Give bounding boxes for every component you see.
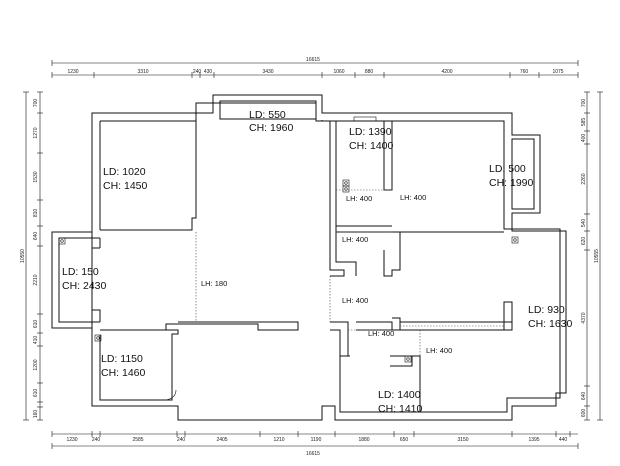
bottom-dimensions — [51, 431, 579, 449]
bottom-dim: 2585 — [132, 437, 143, 443]
room-ch: CH: 2430 — [62, 280, 107, 292]
top-dim: 880 — [365, 69, 374, 75]
room-ld: LD: 1020 — [103, 166, 146, 178]
right-dim: 400 — [581, 134, 587, 143]
right-total-dim: 10555 — [594, 249, 600, 263]
left-total-dim: 10550 — [20, 249, 26, 263]
right-dim: 4370 — [581, 312, 587, 323]
lintel-label: LH: 400 — [426, 346, 452, 355]
bottom-dim: 1880 — [358, 437, 369, 443]
left-dim: 160 — [33, 410, 39, 419]
top-dim: 240 — [193, 69, 202, 75]
bottom-dim: 240 — [92, 437, 101, 443]
right-dim: 600 — [581, 409, 587, 418]
room-labels: LD: 550 CH: 1960 LD: 1020 CH: 1450 LD: 1… — [62, 109, 573, 415]
left-dim: 1200 — [33, 359, 39, 370]
opening-lines — [195, 189, 504, 356]
room-ch: CH: 1460 — [101, 367, 146, 379]
room-ch: CH: 1410 — [378, 403, 423, 415]
room-ld: LD: 1390 — [349, 126, 392, 138]
lintel-label: LH: 400 — [342, 235, 368, 244]
top-dimensions — [51, 60, 579, 78]
left-dim: 1270 — [33, 127, 39, 138]
left-dimensions — [23, 91, 43, 421]
room-ld: LD: 550 — [249, 109, 286, 121]
left-dim: 610 — [33, 389, 39, 398]
bottom-dim: 1190 — [311, 437, 322, 443]
fixtures — [58, 116, 519, 401]
room-ld: LD: 930 — [528, 304, 565, 316]
right-dim: 2260 — [581, 173, 587, 184]
top-dim: 1230 — [67, 69, 78, 75]
room-ch: CH: 1630 — [528, 318, 573, 330]
bottom-dim: 1210 — [273, 437, 284, 443]
room-ch: CH: 1400 — [349, 140, 394, 152]
top-dim: 760 — [520, 69, 529, 75]
right-dimensions — [584, 91, 603, 421]
top-total-dim: 16615 — [306, 57, 320, 63]
bottom-dim: 3150 — [457, 437, 468, 443]
room-ch: CH: 1450 — [103, 180, 148, 192]
left-dim: 700 — [33, 99, 39, 108]
left-dim: 810 — [33, 209, 39, 218]
bottom-dim: 1230 — [66, 437, 77, 443]
lintel-label: LH: 180 — [201, 279, 227, 288]
right-dim: 620 — [581, 237, 587, 246]
right-dim: 700 — [581, 99, 587, 108]
top-dim: 3310 — [137, 69, 148, 75]
lintel-label: LH: 400 — [400, 193, 426, 202]
room-ch: CH: 1960 — [249, 122, 294, 134]
right-dim: 640 — [581, 392, 587, 401]
lintel-labels: LH: 180 LH: 400 LH: 400 LH: 400 LH: 400 … — [201, 193, 452, 355]
top-dim: 3430 — [262, 69, 273, 75]
left-dim: 610 — [33, 320, 39, 329]
bottom-dim: 440 — [559, 437, 568, 443]
lintel-label: LH: 400 — [368, 329, 394, 338]
room-ch: CH: 1990 — [489, 177, 534, 189]
room-ld: LD: 500 — [489, 163, 526, 175]
top-dim: 4200 — [441, 69, 452, 75]
bottom-dim: 240 — [177, 437, 186, 443]
left-dim: 2210 — [33, 274, 39, 285]
walls — [51, 94, 567, 421]
top-dim: 430 — [204, 69, 213, 75]
lintel-label: LH: 400 — [342, 296, 368, 305]
bottom-total-dim: 16615 — [306, 451, 320, 457]
right-dim: 540 — [581, 219, 587, 228]
top-dim: 1075 — [552, 69, 563, 75]
room-ld: LD: 1400 — [378, 389, 421, 401]
room-ld: LD: 150 — [62, 266, 99, 278]
left-dim: 410 — [33, 336, 39, 345]
bottom-dim: 1395 — [528, 437, 539, 443]
left-dim: 1530 — [33, 171, 39, 182]
top-dim: 1060 — [333, 69, 344, 75]
lintel-label: LH: 400 — [346, 194, 372, 203]
bottom-dim: 650 — [400, 437, 409, 443]
left-dim: 640 — [33, 232, 39, 241]
room-ld: LD: 1150 — [101, 353, 143, 365]
right-dim: 585 — [581, 118, 587, 127]
bottom-dim: 2405 — [216, 437, 227, 443]
